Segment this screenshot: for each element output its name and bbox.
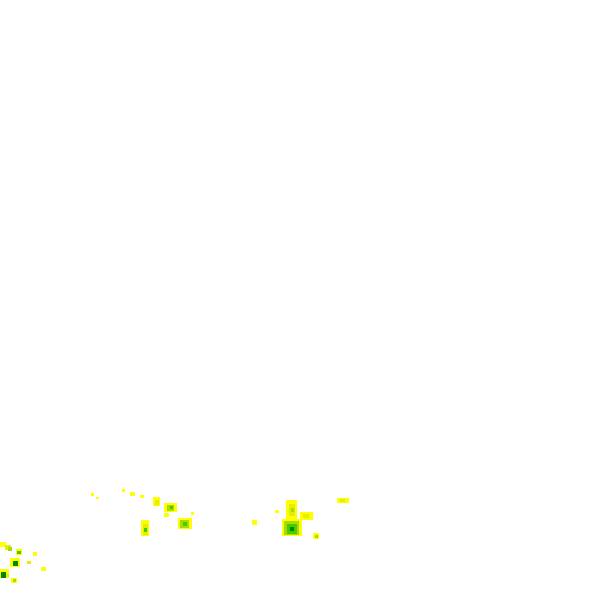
patch [340,499,345,502]
patch [252,520,257,525]
patch [1,572,6,578]
patch [315,535,318,538]
patch [122,489,125,492]
patch [130,492,135,496]
patch [91,493,94,496]
patch [17,551,21,554]
patch [191,512,194,515]
patch [6,574,9,577]
patch-cluster-center-left [91,489,194,536]
patch [291,508,294,512]
patch [144,528,147,532]
patch [170,506,173,509]
patch [275,510,279,513]
patch [0,542,6,547]
patch [41,567,46,571]
patch [303,514,309,518]
patch [155,500,159,505]
patch [164,513,169,517]
patch [96,497,99,499]
patch [13,579,16,582]
patch [140,495,144,498]
patch-cluster-center-right [252,498,349,539]
patch [27,561,31,564]
patch-cluster-left [0,542,46,583]
patch [13,561,18,566]
patch [290,527,294,531]
patch [33,552,37,556]
patch [183,522,187,526]
patch [8,547,12,551]
